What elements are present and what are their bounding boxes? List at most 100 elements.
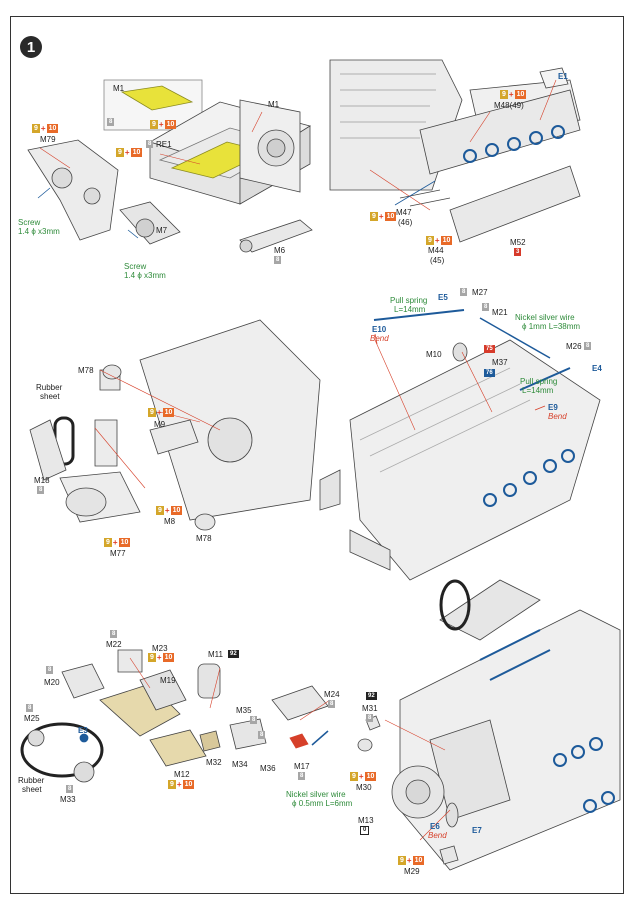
engine-top-drawing bbox=[319, 309, 601, 581]
chip-grey-m25: 8 bbox=[26, 704, 34, 712]
chip-grey-m36-a: 8 bbox=[258, 731, 266, 739]
bend-e9: Bend bbox=[548, 412, 567, 421]
label-m22: M22 bbox=[106, 640, 122, 649]
qty-badge-m12: 9+10 bbox=[168, 780, 195, 789]
label-m37: M37 bbox=[492, 358, 508, 367]
label-m6: M6 bbox=[274, 246, 286, 255]
label-m1: M1 bbox=[268, 100, 280, 109]
qty-badge-m23: 9+10 bbox=[148, 653, 175, 662]
label-m79: M79 bbox=[40, 135, 56, 144]
rubber-sheet-bottom-2: sheet bbox=[22, 785, 42, 794]
label-m13: M13 bbox=[358, 816, 374, 825]
nickel-wire-bottom-1: Nickel silver wire bbox=[286, 790, 346, 799]
chip-grey-m33: 8 bbox=[66, 785, 74, 793]
chip-grey-m27: 8 bbox=[460, 288, 468, 296]
label-e9: E9 bbox=[548, 403, 558, 412]
qty-badge-m8: 9+10 bbox=[156, 506, 183, 515]
chip-blue-m37: 76 bbox=[484, 369, 495, 377]
label-m44-alt: (45) bbox=[430, 256, 445, 265]
screw-left-title: Screw bbox=[18, 218, 41, 227]
label-m9: M9 bbox=[154, 420, 166, 429]
chip-grey-re1: 8 bbox=[146, 140, 154, 148]
chip-grey-m24: 8 bbox=[328, 700, 336, 708]
rubber-sheet-bottom-1: Rubber bbox=[18, 776, 45, 785]
label-e3: E3 bbox=[78, 726, 88, 735]
label-e4: E4 bbox=[592, 364, 602, 373]
rubber-sheet-top-1: Rubber bbox=[36, 383, 63, 392]
qty-badge-inset: 9+10 bbox=[150, 120, 177, 129]
qty-badge-m47: 9+10 bbox=[370, 212, 397, 221]
water-pump-drawing bbox=[29, 319, 321, 531]
label-e10: E10 bbox=[372, 325, 387, 334]
step-number-badge: 1 bbox=[20, 36, 42, 58]
bend-e10: Bend bbox=[370, 334, 389, 343]
nickel-wire-bottom-2: ϕ 0.5mm L=6mm bbox=[292, 799, 353, 808]
page-frame bbox=[10, 16, 624, 894]
chip-grey-m17: 8 bbox=[298, 772, 306, 780]
label-m52: M52 bbox=[510, 238, 526, 247]
chip-grey-inset: 8 bbox=[107, 118, 115, 126]
label-m29: M29 bbox=[404, 867, 420, 876]
chip-grey-m18: 8 bbox=[37, 486, 45, 494]
label-m26: M26 bbox=[566, 342, 582, 351]
cylinder-head-drawing bbox=[329, 59, 581, 243]
pull-spring-right-1: Pull spring bbox=[520, 377, 558, 386]
label-m47: M47 bbox=[396, 208, 412, 217]
chip-black-m11: 92 bbox=[228, 650, 239, 658]
chip-grey-m6: 8 bbox=[274, 256, 282, 264]
pull-spring-top-2: L=14mm bbox=[394, 305, 426, 314]
timing-components-drawing bbox=[20, 649, 373, 783]
label-e6: E6 bbox=[430, 822, 440, 831]
label-m47-alt: (46) bbox=[398, 218, 413, 227]
label-m30: M30 bbox=[356, 783, 372, 792]
label-m36: M36 bbox=[260, 764, 276, 773]
qty-badge-re1: 9+10 bbox=[116, 148, 143, 157]
pull-spring-right-2: L=14mm bbox=[522, 386, 554, 395]
qty-badge-m44: 9+10 bbox=[426, 236, 453, 245]
chip-grey-m20: 8 bbox=[46, 666, 54, 674]
label-m24: M24 bbox=[324, 690, 340, 699]
screw-bottom-title: Screw bbox=[124, 262, 147, 271]
chip-grey-m22: 8 bbox=[110, 630, 118, 638]
label-m44: M44 bbox=[428, 246, 444, 255]
qty-badge-m79: 9+10 bbox=[32, 124, 59, 133]
nickel-wire-top-1: Nickel silver wire bbox=[515, 313, 575, 322]
screw-bottom-spec: 1.4 ϕ x3mm bbox=[124, 271, 166, 280]
label-m7: M7 bbox=[156, 226, 168, 235]
label-m11: M11 bbox=[208, 650, 223, 659]
chip-black-m31: 92 bbox=[366, 692, 377, 700]
chip-grey-m35: 8 bbox=[250, 716, 258, 724]
label-m48: M48(49) bbox=[494, 101, 524, 110]
label-m1-inset: M1 bbox=[113, 84, 125, 93]
label-m77: M77 bbox=[110, 549, 126, 558]
label-m18: M18 bbox=[34, 476, 50, 485]
label-m19: M19 bbox=[160, 676, 176, 685]
qty-badge-m77: 9+10 bbox=[104, 538, 131, 547]
label-m33: M33 bbox=[60, 795, 76, 804]
chip-red-m52: 3 bbox=[514, 248, 522, 256]
label-m23: M23 bbox=[152, 644, 168, 653]
label-m17: M17 bbox=[294, 762, 310, 771]
chip-red-m37: 75 bbox=[484, 345, 495, 353]
pull-spring-top-1: Pull spring bbox=[390, 296, 428, 305]
label-m34: M34 bbox=[232, 760, 248, 769]
label-e7: E7 bbox=[472, 826, 482, 835]
chip-grey-m31: 8 bbox=[366, 714, 374, 722]
label-e5: E5 bbox=[438, 293, 448, 302]
chip-grey-m21: 8 bbox=[482, 303, 490, 311]
label-m31: M31 bbox=[362, 704, 378, 713]
label-m25: M25 bbox=[24, 714, 40, 723]
screw-left-spec: 1.4 ϕ x3mm bbox=[18, 227, 60, 236]
label-m78-top: M78 bbox=[78, 366, 94, 375]
qty-badge-m30: 9+10 bbox=[350, 772, 377, 781]
label-m21: M21 bbox=[492, 308, 508, 317]
rubber-sheet-top-2: sheet bbox=[40, 392, 60, 401]
chip-outline-m13: 0 bbox=[360, 826, 370, 835]
label-e1: E1 bbox=[558, 72, 568, 81]
nickel-wire-top-2: ϕ 1mm L=38mm bbox=[522, 322, 581, 331]
qty-badge-m48: 9+10 bbox=[500, 90, 527, 99]
label-m10: M10 bbox=[426, 350, 442, 359]
label-m78-bottom: M78 bbox=[196, 534, 212, 543]
